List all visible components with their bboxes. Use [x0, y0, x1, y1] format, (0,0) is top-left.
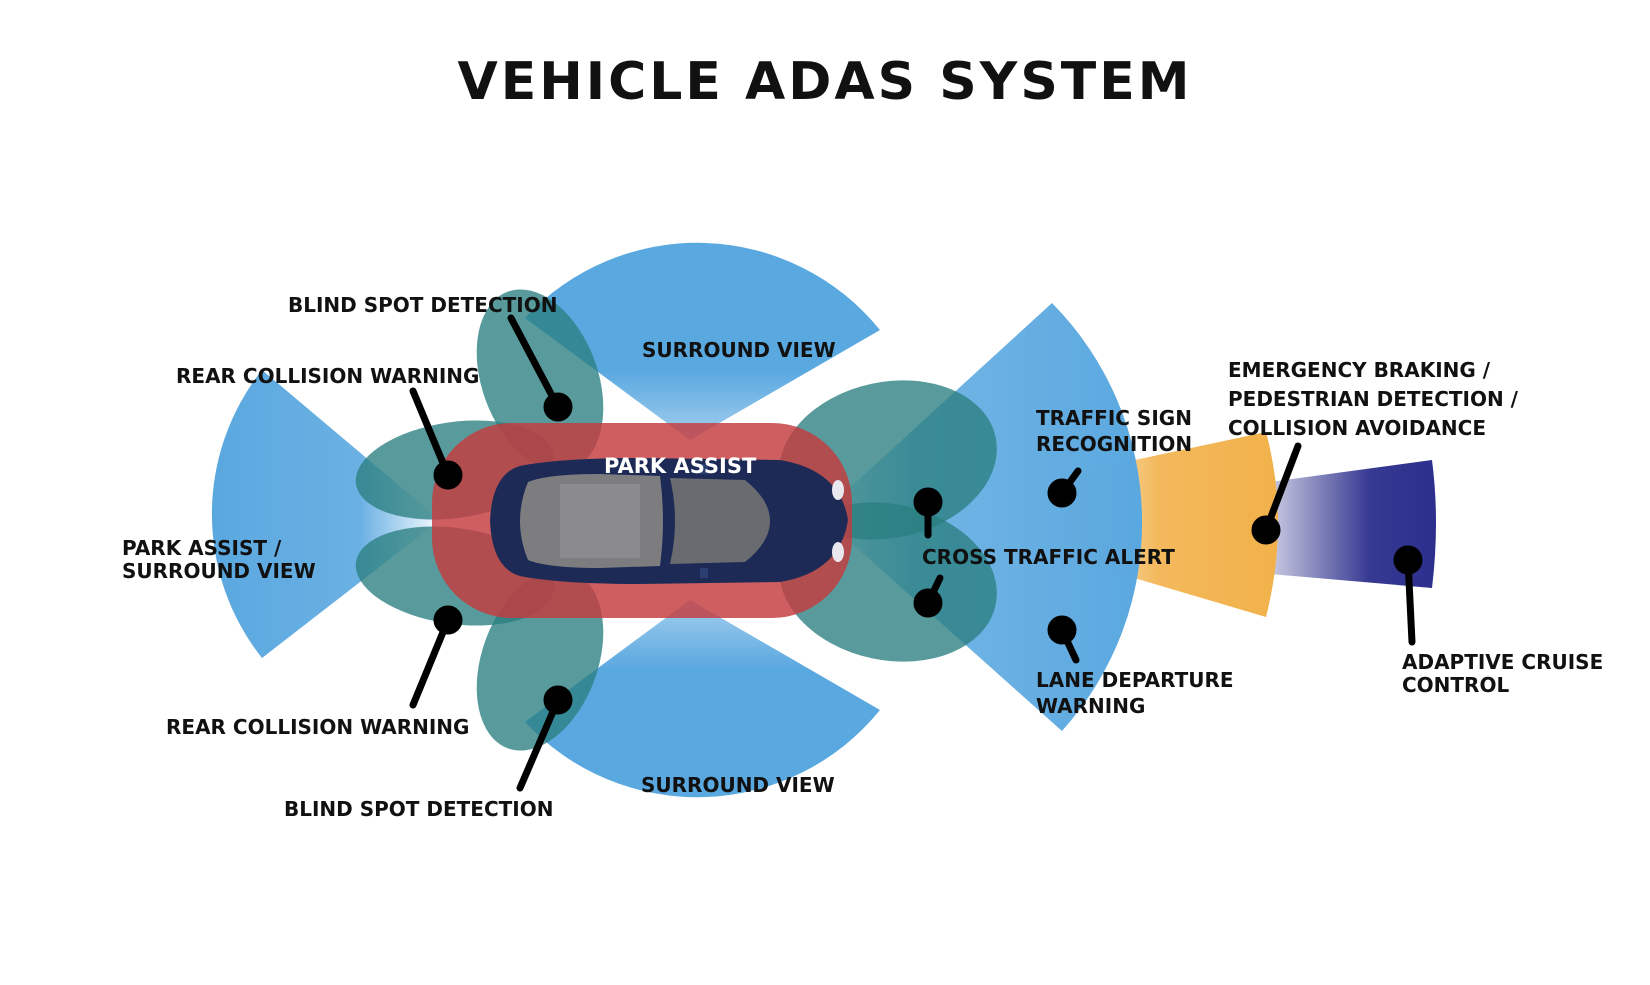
surround-view-bottom-zone	[525, 600, 880, 798]
label-rear-collision-bottom: REAR COLLISION WARNING	[166, 715, 470, 739]
label-emergency-1: EMERGENCY BRAKING /	[1228, 358, 1491, 382]
blind-spot-bottom-leader	[516, 696, 562, 792]
cross-traffic-bottom-dot	[913, 588, 943, 618]
label-traffic-sign-1: TRAFFIC SIGN	[1036, 406, 1192, 430]
label-traffic-sign-2: RECOGNITION	[1036, 432, 1193, 456]
label-adaptive-cruise-1: ADAPTIVE CRUISE	[1402, 650, 1604, 674]
rear-collision-top-leader	[409, 387, 452, 479]
label-lane-departure-2: WARNING	[1036, 694, 1146, 718]
label-blind-spot-bottom: BLIND SPOT DETECTION	[284, 797, 554, 821]
rear-collision-bottom-leader	[409, 616, 452, 709]
label-adaptive-cruise-2: CONTROL	[1402, 673, 1510, 697]
traffic-sign-dot	[1047, 478, 1077, 508]
page-title: VEHICLE ADAS SYSTEM	[457, 52, 1193, 112]
lane-departure-dot	[1047, 615, 1077, 645]
label-cross-traffic: CROSS TRAFFIC ALERT	[922, 545, 1175, 569]
blind-spot-top-leader	[507, 314, 562, 411]
blind-spot-top-dot	[543, 392, 573, 422]
label-park-assist-rear-1: PARK ASSIST /	[122, 536, 282, 560]
surround-view-top-zone	[525, 242, 880, 440]
rear-collision-bottom-dot	[433, 605, 463, 635]
rear-park-assist-zone	[211, 370, 440, 658]
label-surround-view-bottom: SURROUND VIEW	[641, 773, 835, 797]
cross-traffic-top-dot	[913, 487, 943, 517]
blind-spot-bottom-dot	[543, 685, 573, 715]
rear-collision-top-dot	[433, 460, 463, 490]
emergency-braking-leader	[1262, 442, 1302, 534]
label-rear-collision-top: REAR COLLISION WARNING	[176, 364, 480, 388]
label-emergency-2: PEDESTRIAN DETECTION /	[1228, 387, 1518, 411]
adaptive-cruise-dot	[1393, 545, 1423, 575]
label-surround-view-top: SURROUND VIEW	[642, 338, 836, 362]
label-lane-departure-1: LANE DEPARTURE	[1036, 668, 1234, 692]
label-emergency-3: COLLISION AVOIDANCE	[1228, 416, 1487, 440]
label-park-assist-rear-2: SURROUND VIEW	[122, 559, 316, 583]
emergency-braking-dot	[1251, 515, 1281, 545]
label-park-assist: PARK ASSIST	[604, 454, 757, 478]
label-blind-spot-top: BLIND SPOT DETECTION	[288, 293, 558, 317]
car-top-view	[490, 458, 848, 584]
